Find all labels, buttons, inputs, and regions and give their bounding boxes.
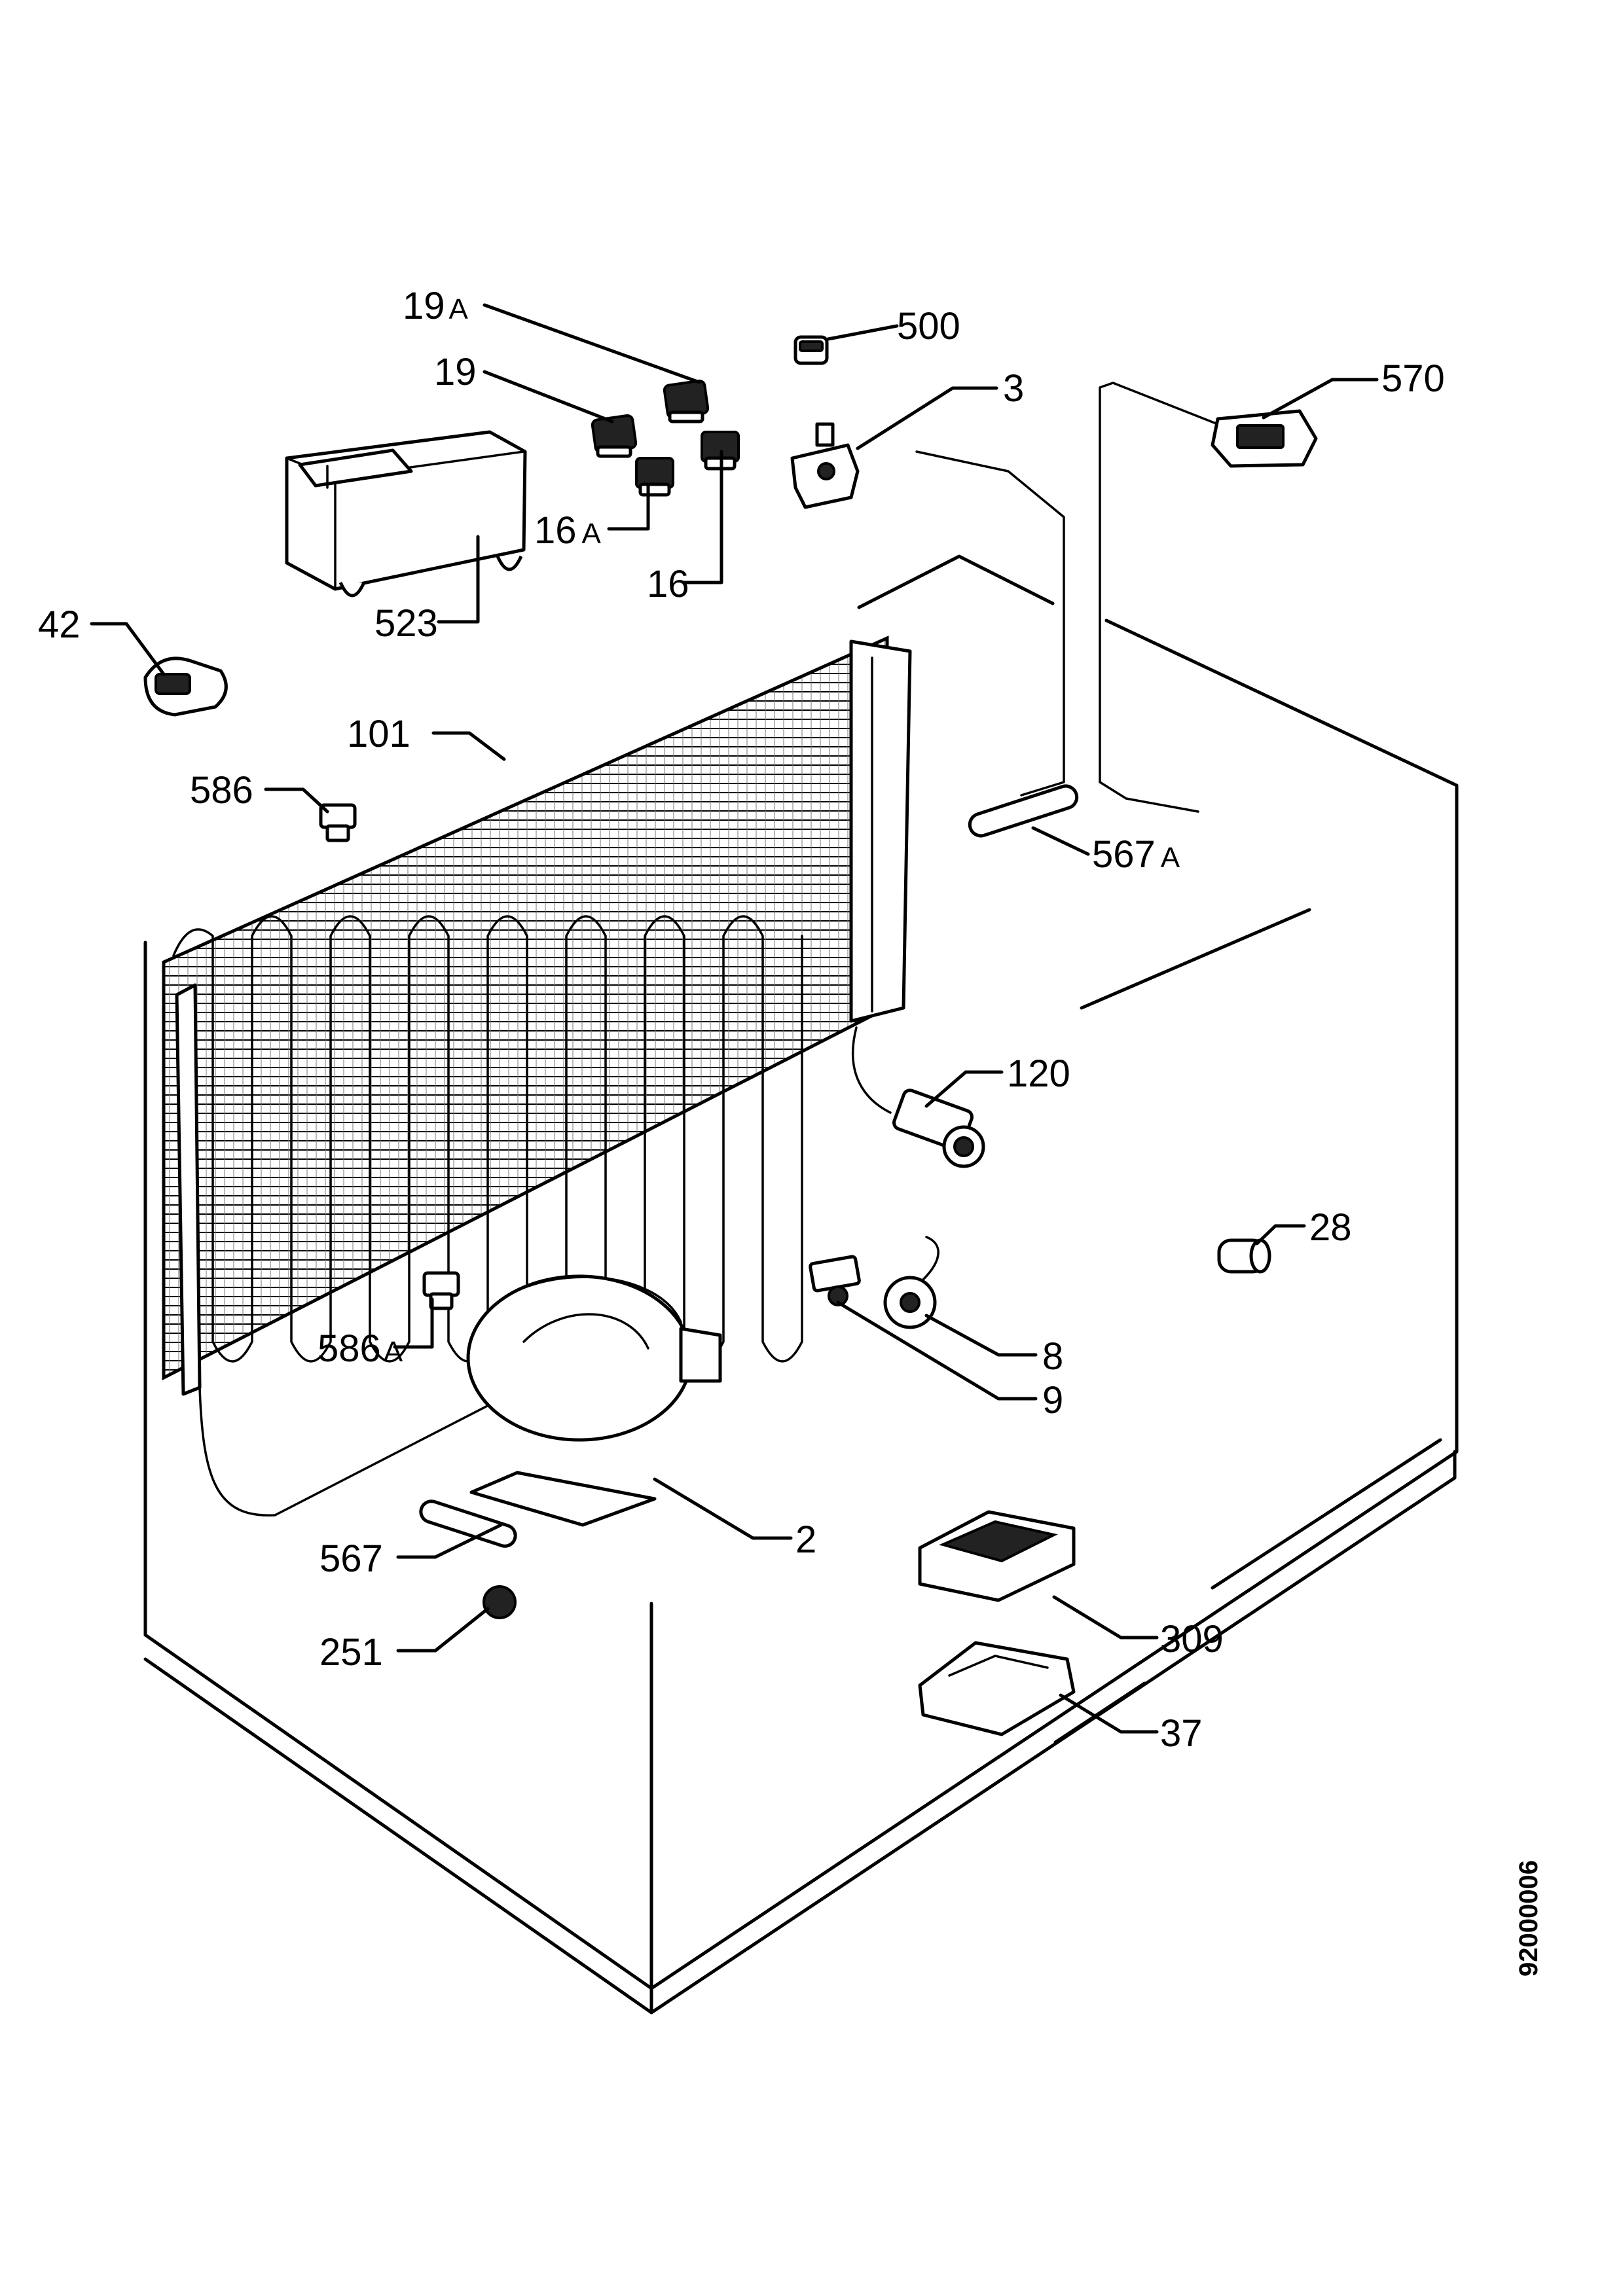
label-586: 586 [190, 769, 253, 812]
label-37: 37 [1160, 1712, 1203, 1755]
part-120[interactable] [892, 1088, 985, 1168]
part-3-thermostat[interactable] [790, 422, 860, 509]
part-37[interactable] [918, 1641, 1076, 1736]
part-251[interactable] [483, 1585, 517, 1619]
label-8: 8 [1042, 1335, 1063, 1378]
label-251: 251 [319, 1631, 383, 1674]
label-42: 42 [38, 603, 81, 646]
part-28[interactable] [1217, 1238, 1271, 1274]
part-19[interactable] [591, 414, 638, 458]
part-567[interactable] [418, 1499, 519, 1549]
part-8[interactable] [883, 1236, 939, 1329]
cabinet-outline [143, 554, 1459, 2015]
label-16: 16 [647, 563, 689, 605]
label-9: 9 [1042, 1379, 1063, 1422]
part-2-compressor[interactable] [466, 1274, 722, 1527]
piping [851, 382, 1226, 1114]
label-500: 500 [897, 305, 960, 348]
part-586a[interactable] [422, 1271, 460, 1310]
part-586[interactable] [319, 803, 357, 842]
label-2: 2 [795, 1518, 816, 1561]
part-19a[interactable] [663, 379, 710, 423]
part-16a[interactable] [635, 457, 674, 497]
label-101: 101 [347, 713, 410, 755]
part-567a[interactable] [967, 783, 1080, 839]
condenser [162, 636, 912, 1516]
part-42[interactable] [143, 656, 228, 717]
drawing-code: 92000006 [1514, 1860, 1543, 1977]
label-570: 570 [1381, 357, 1445, 400]
label-19: 19 [434, 351, 477, 393]
part-570[interactable] [1211, 409, 1318, 468]
label-3: 3 [1003, 367, 1024, 410]
part-523-box[interactable] [285, 430, 527, 598]
part-500[interactable] [793, 335, 829, 365]
leader-lines [90, 303, 1379, 1734]
label-523: 523 [374, 602, 438, 645]
label-120: 120 [1007, 1052, 1070, 1095]
label-28: 28 [1309, 1206, 1352, 1249]
label-586a: 586A [318, 1327, 403, 1370]
part-9[interactable] [809, 1255, 861, 1306]
part-309[interactable] [918, 1510, 1076, 1602]
label-567: 567 [319, 1537, 383, 1580]
label-309: 309 [1160, 1618, 1224, 1660]
